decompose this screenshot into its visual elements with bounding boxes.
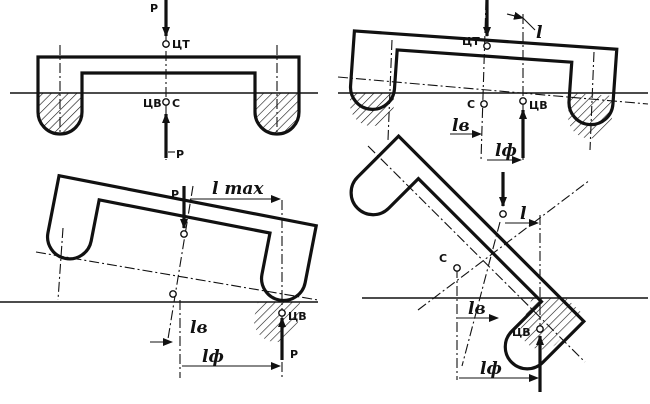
l-leader xyxy=(522,17,536,31)
buoyancy-center-point xyxy=(519,97,527,105)
c-point xyxy=(169,290,177,298)
lever-lf-label: lф xyxy=(202,347,224,367)
panel-large-heel: P ЦВ P l max lв lф xyxy=(0,173,319,380)
left-float-axis xyxy=(387,39,393,141)
right-float-submerged xyxy=(253,302,300,343)
panel-upright: P ЦТ ЦВ С P xyxy=(10,0,318,161)
hull-center-axis xyxy=(166,185,194,346)
c-point xyxy=(480,100,488,108)
hull-outline xyxy=(348,29,619,127)
gravity-center-label: ЦТ xyxy=(462,35,480,48)
hull-center-axis xyxy=(461,221,501,367)
c-point-label: С xyxy=(467,98,475,111)
left-float-axis xyxy=(57,227,64,301)
right-float-axis xyxy=(589,51,595,151)
heeled-waterline xyxy=(35,251,319,301)
lever-l-label: l xyxy=(520,204,527,224)
hull-outline xyxy=(349,133,587,371)
panel-extreme-heel: С ЦВ l lв lф xyxy=(349,133,648,392)
c-point-label: С xyxy=(172,97,180,110)
c-point xyxy=(453,264,461,272)
buoyancy-center-label: ЦВ xyxy=(512,326,531,339)
lever-lmax-label: l max xyxy=(212,179,264,199)
lever-lv-label: lв xyxy=(452,116,470,136)
force-label-bottom: P xyxy=(176,148,184,161)
lever-lf-label: lф xyxy=(495,141,517,161)
heeled-hull xyxy=(45,173,319,303)
heeled-hull xyxy=(348,29,619,127)
c-point-label: С xyxy=(439,252,447,265)
buoyancy-center-point xyxy=(278,309,286,317)
force-label-bottom: P xyxy=(290,348,298,361)
force-label-top: P xyxy=(150,2,158,15)
buoyancy-center-label: ЦВ xyxy=(143,97,162,110)
hull-outline xyxy=(36,55,301,136)
submerged-region xyxy=(520,298,583,350)
gravity-center-point xyxy=(499,210,507,218)
lever-lv-label: lв xyxy=(468,299,486,319)
gravity-center-label: ЦТ xyxy=(172,38,190,51)
buoyancy-center-label: ЦВ xyxy=(529,99,548,112)
hull-outline xyxy=(45,173,319,303)
l-dimension-arrow xyxy=(506,11,524,20)
buoyancy-center-point xyxy=(536,325,544,333)
panel-slight-heel: ЦТ С ЦВ l lв lф xyxy=(337,0,649,164)
gravity-center-point xyxy=(180,230,188,238)
force-label-top: P xyxy=(171,188,179,201)
heeled-hull xyxy=(349,133,587,371)
buoyancy-center-point xyxy=(162,98,170,106)
gravity-center-point xyxy=(162,40,170,48)
buoyancy-center-label: ЦВ xyxy=(288,310,307,323)
lever-lv-label: lв xyxy=(190,318,208,338)
hull-center-axis xyxy=(480,0,487,161)
gravity-center-point xyxy=(483,42,491,50)
lever-lf-label: lф xyxy=(480,359,502,379)
lever-l-label: l xyxy=(536,23,543,43)
